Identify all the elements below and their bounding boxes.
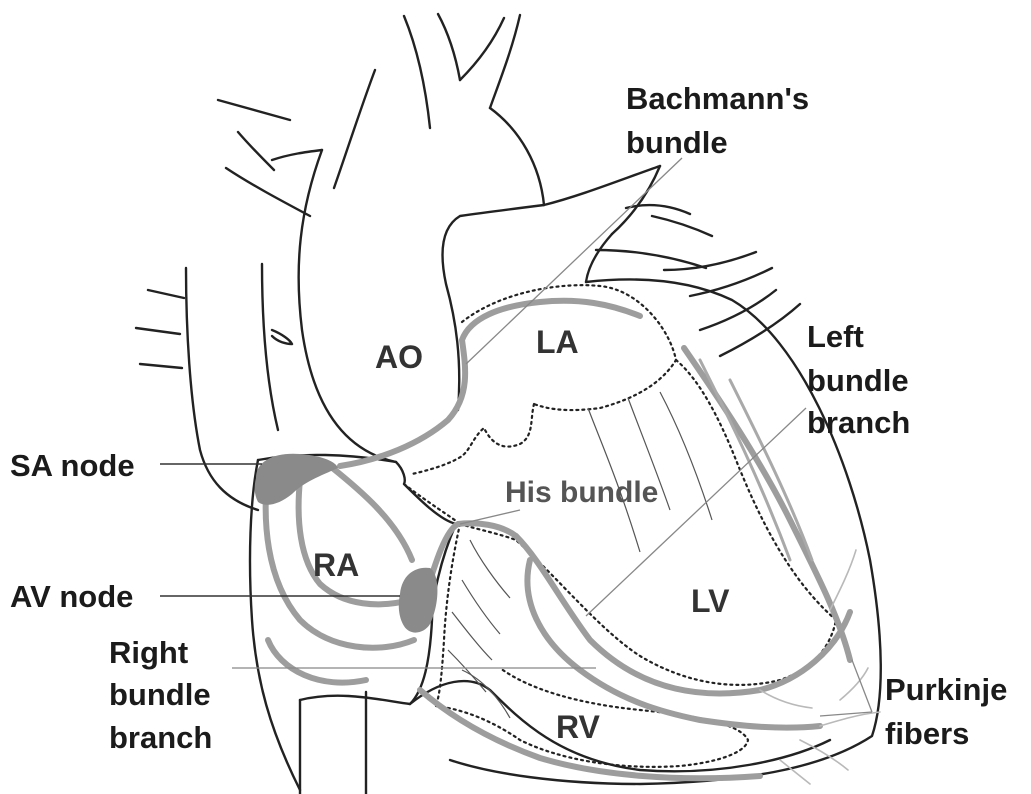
labels: Bachmann's bundle Left bundle branch SA … [10,81,1007,755]
left-carotid-right-edge [438,14,460,80]
chamber-la-label: LA [536,324,579,360]
av-node-label: AV node [10,579,133,614]
his-boundary [404,484,460,524]
right-bundle-label-line2: bundle [109,677,211,712]
pulmonary-end [612,166,660,234]
his-bundle-label: His bundle [505,476,658,509]
subclavian-left-edge [460,18,504,80]
svc-right-edge [262,264,278,430]
left-bundle-label-line2: bundle [807,363,909,398]
purkinje-fiber-6 [830,550,856,610]
svc-left-edge [186,268,258,510]
purkinje-fiber-3 [840,668,868,700]
his-bundle-leader [460,510,520,524]
aorta-arch-top [490,108,544,205]
right-bundle-label-line1: Right [109,635,188,670]
internodal-right [330,466,412,560]
svc-branch-c [140,364,182,368]
lv-inner-boundary [460,524,836,685]
svc-branch-a [148,290,184,298]
purkinje-label-line2: fibers [885,716,969,751]
chamber-lv-label: LV [691,583,730,619]
chamber-ao-label: AO [375,339,423,375]
purkinje-fiber-2 [800,740,848,770]
internodal-inner [299,480,410,604]
aorta-right-edge [443,205,544,410]
right-bundle-label-line3: branch [109,720,212,755]
sa-node-label: SA node [10,448,135,483]
chamber-rv-label: RV [556,709,601,745]
purkinje-label-line1: Purkinje [885,672,1007,707]
right-bundle-path [527,560,820,728]
aorta-left-edge [299,150,396,462]
subclavian-right-edge [490,15,520,108]
vessel-a [218,100,290,120]
pulmonary-branch-c [596,250,706,268]
vessel-d [226,168,310,216]
left-bundle-label-line3: branch [807,405,910,440]
left-carotid-left-edge [404,16,430,128]
pulmonary-branch-b [652,216,712,236]
pulmonary-bottom [586,234,612,282]
left-fascicle-1 [700,360,790,560]
muscle-line-7 [448,650,486,692]
chamber-ra-label: RA [313,547,359,583]
muscle-line-4 [470,540,510,598]
pulmonary-vein-b [690,268,772,296]
left-bundle-path [516,536,850,693]
muscle-line-3 [660,392,712,520]
left-bundle-label-line1: Left [807,319,864,354]
bachmann-label-line1: Bachmann's [626,81,809,116]
muscle-line-6 [452,612,492,660]
bachmann-label-line2: bundle [626,125,728,160]
purkinje-fiber-5 [760,690,812,708]
vessel-c [272,150,322,160]
svc-branch-b [136,328,180,334]
muscle-line-8 [462,670,510,718]
brachiocephalic-left-edge [334,70,375,188]
pulmonary-vein-c [700,290,776,330]
lv-outer-boundary [676,360,836,620]
vessel-b [238,132,274,170]
leader-lines [160,158,872,716]
svc-notch [272,330,292,344]
bachmanns-bundle-path [340,301,640,466]
muscle-line-5 [462,580,500,634]
valve-boundary [412,404,534,474]
pulmonary-vein-d [720,304,800,356]
